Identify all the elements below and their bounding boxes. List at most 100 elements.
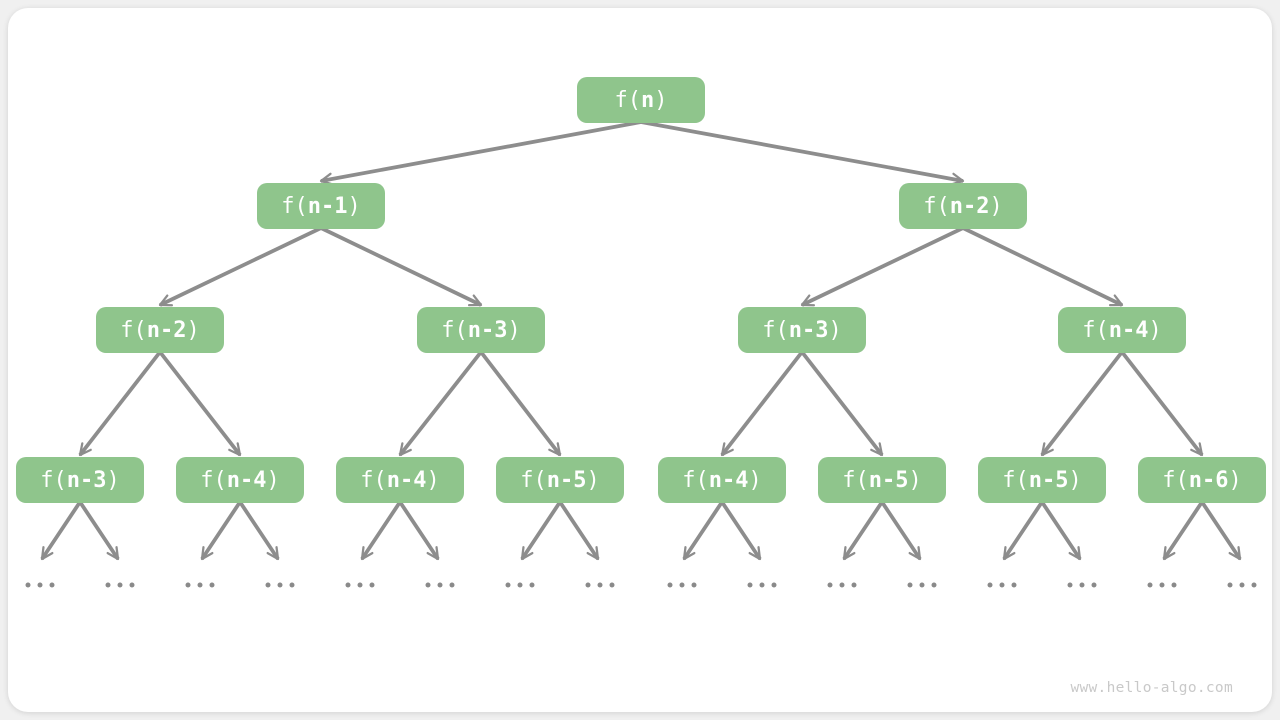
node-label-arg: n-3 (467, 317, 508, 343)
node-label-suffix: ) (1148, 317, 1162, 343)
edge-arrow (158, 226, 322, 307)
tree-node: f(n-4) (336, 457, 464, 503)
ellipsis-dot (357, 582, 363, 588)
edge-arrow (520, 500, 562, 561)
node-label-suffix: ) (426, 467, 440, 493)
node-label-arg: n-4 (386, 467, 427, 493)
node-label-suffix: ) (106, 467, 120, 493)
ellipsis-dot (597, 582, 603, 588)
node-label-suffix: ) (507, 317, 521, 343)
ellipsis-dot (49, 582, 55, 588)
ellipsis-dot (345, 582, 351, 588)
ellipsis-dot (369, 582, 375, 588)
node-label-arg: n-1 (307, 193, 348, 219)
edge-arrow (1040, 350, 1124, 457)
edge-arrow (720, 500, 762, 561)
ellipsis (987, 582, 1017, 588)
edge-arrow (78, 350, 162, 457)
ellipsis-dot (839, 582, 845, 588)
ellipsis-dot (907, 582, 913, 588)
ellipsis (585, 582, 615, 588)
ellipsis-dot (1171, 582, 1177, 588)
tree-node: f(n-5) (818, 457, 946, 503)
node-label-arg: n-3 (66, 467, 107, 493)
edge-arrow (360, 500, 402, 561)
edge-arrow (200, 500, 242, 561)
node-label-suffix: ) (266, 467, 280, 493)
node-label-arg: n-6 (1188, 467, 1229, 493)
ellipsis-dot (771, 582, 777, 588)
ellipsis-dot (37, 582, 43, 588)
ellipsis (105, 582, 135, 588)
edge-arrow (640, 120, 965, 186)
ellipsis-dot (1239, 582, 1245, 588)
ellipsis-dot (185, 582, 191, 588)
node-label-arg: n-3 (788, 317, 829, 343)
edge-arrow (558, 500, 600, 561)
ellipsis-dot (209, 582, 215, 588)
edge-arrow (319, 120, 642, 186)
tree-node: f(n-5) (496, 457, 624, 503)
node-label-arg: n (641, 87, 655, 113)
tree-node: f(n-1) (257, 183, 385, 229)
node-label-suffix: ) (908, 467, 922, 493)
node-label-prefix: f( (1162, 467, 1189, 493)
node-label-prefix: f( (1082, 317, 1109, 343)
ellipsis-dot (105, 582, 111, 588)
ellipsis (425, 582, 455, 588)
ellipsis-dot (1227, 582, 1233, 588)
ellipsis-dot (609, 582, 615, 588)
ellipsis-dot (691, 582, 697, 588)
node-label-prefix: f( (441, 317, 468, 343)
edge-arrow (78, 500, 120, 561)
node-label-arg: n-2 (949, 193, 990, 219)
ellipsis (827, 582, 857, 588)
node-label-prefix: f( (281, 193, 308, 219)
edge-arrow (720, 350, 804, 457)
node-label-suffix: ) (1228, 467, 1242, 493)
ellipsis-dot (851, 582, 857, 588)
tree-node: f(n-4) (658, 457, 786, 503)
edge-arrow (1002, 500, 1044, 561)
edge-arrow (479, 350, 562, 457)
node-label-prefix: f( (520, 467, 547, 493)
ellipsis (1227, 582, 1257, 588)
tree-node: f(n-2) (899, 183, 1027, 229)
tree-node: f(n-6) (1138, 457, 1266, 503)
ellipsis (747, 582, 777, 588)
node-label-prefix: f( (682, 467, 709, 493)
edge-arrow (40, 500, 82, 561)
node-label-arg: n-5 (546, 467, 587, 493)
ellipsis-dot (999, 582, 1005, 588)
edge-arrow (398, 350, 483, 457)
ellipsis-dot (827, 582, 833, 588)
ellipsis-dot (129, 582, 135, 588)
ellipsis-dot (505, 582, 511, 588)
node-label-prefix: f( (360, 467, 387, 493)
edge-arrow (682, 500, 724, 561)
ellipsis-dot (667, 582, 673, 588)
ellipsis-dot (25, 582, 31, 588)
tree-node: f(n-3) (417, 307, 545, 353)
ellipsis-dot (747, 582, 753, 588)
node-label-suffix: ) (586, 467, 600, 493)
ellipsis-dot (117, 582, 123, 588)
ellipsis-dot (449, 582, 455, 588)
ellipsis-dot (289, 582, 295, 588)
ellipsis (265, 582, 295, 588)
ellipsis-dot (931, 582, 937, 588)
node-label-prefix: f( (1002, 467, 1029, 493)
ellipsis (345, 582, 375, 588)
node-label-arg: n-2 (146, 317, 187, 343)
ellipsis-dot (1159, 582, 1165, 588)
node-label-suffix: ) (654, 87, 668, 113)
node-label-suffix: ) (186, 317, 200, 343)
node-label-prefix: f( (842, 467, 869, 493)
edge-arrow (1040, 500, 1082, 561)
ellipsis-dot (265, 582, 271, 588)
ellipsis-dot (277, 582, 283, 588)
ellipsis (185, 582, 215, 588)
ellipsis-dot (1011, 582, 1017, 588)
tree-node: f(n-3) (16, 457, 144, 503)
